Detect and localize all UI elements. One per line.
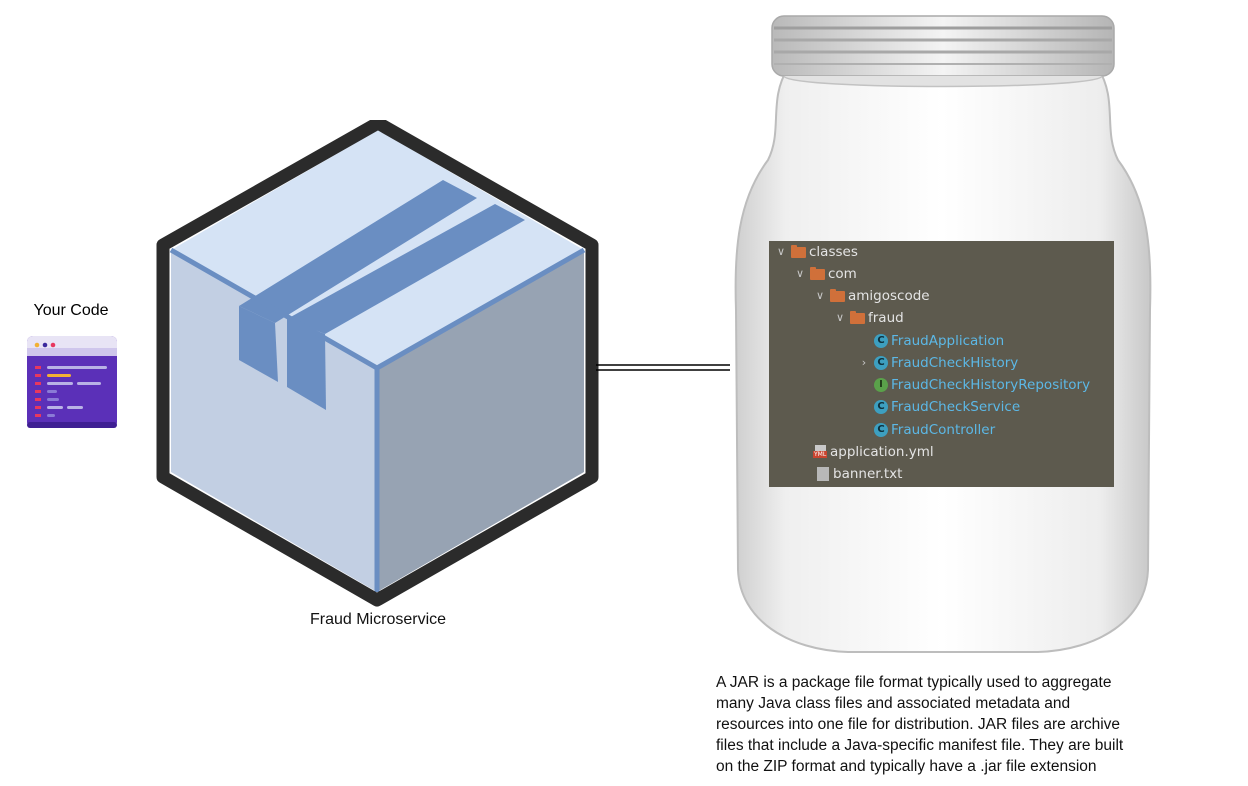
chevron-down-icon[interactable]: ∨ (795, 267, 805, 280)
box-caption: Fraud Microservice (309, 611, 447, 628)
class-icon: C (874, 334, 888, 348)
chevron-right-icon[interactable]: › (861, 356, 867, 369)
tree-row-com[interactable]: ∨ com (794, 263, 857, 285)
chevron-down-icon[interactable]: ∨ (815, 289, 825, 302)
tree-label: application.yml (830, 444, 934, 460)
code-editor-icon (27, 336, 117, 433)
package-box-icon (155, 116, 605, 615)
class-icon: C (874, 400, 888, 414)
tree-label: FraudApplication (891, 333, 1005, 349)
connector-line (596, 360, 730, 378)
yml-file-icon: YML (813, 445, 828, 459)
tree-label: FraudCheckService (891, 399, 1021, 415)
description-line: A JAR is a package file format typically… (716, 674, 1112, 691)
tree-row-fraud[interactable]: ∨ fraud (834, 307, 904, 329)
interface-icon: I (874, 378, 888, 392)
tree-label: banner.txt (833, 466, 903, 482)
tree-label: amigoscode (848, 288, 930, 304)
your-code-label: Your Code (33, 302, 109, 319)
tree-row-fraud-controller[interactable]: C FraudController (874, 419, 995, 441)
description-line: on the ZIP format and typically have a .… (716, 758, 1097, 775)
description-line: many Java class files and associated met… (716, 695, 1071, 712)
tree-row-fraud-check-history[interactable]: › C FraudCheckHistory (854, 352, 1019, 374)
tree-row-banner-txt[interactable]: banner.txt (817, 463, 902, 485)
tree-row-application-yml[interactable]: YML application.yml (813, 441, 934, 463)
text-file-icon (817, 467, 829, 481)
folder-icon (791, 244, 806, 258)
tree-row-fraud-check-service[interactable]: C FraudCheckService (874, 396, 1020, 418)
tree-label: fraud (868, 310, 904, 326)
tree-label: FraudCheckHistoryRepository (891, 377, 1091, 393)
description-line: files that include a Java-specific manif… (716, 737, 1124, 754)
file-tree-panel: ∨ classes ∨ com ∨ amigoscode ∨ fraud C F… (769, 241, 1114, 487)
folder-icon (830, 288, 845, 302)
tree-row-classes[interactable]: ∨ classes (775, 241, 858, 263)
chevron-down-icon[interactable]: ∨ (835, 311, 845, 324)
folder-icon (810, 266, 825, 280)
tree-row-fraud-application[interactable]: C FraudApplication (874, 330, 1004, 352)
class-icon: C (874, 423, 888, 437)
jar-description: A JAR is a package file format typically… (716, 672, 1186, 777)
tree-row-fraud-check-history-repository[interactable]: I FraudCheckHistoryRepository (874, 374, 1090, 396)
folder-icon (850, 310, 865, 324)
chevron-down-icon[interactable]: ∨ (776, 245, 786, 258)
description-line: resources into one file for distribution… (716, 716, 1121, 733)
tree-label: FraudController (891, 422, 996, 438)
tree-label: FraudCheckHistory (891, 355, 1019, 371)
tree-label: com (828, 266, 857, 282)
class-icon: C (874, 356, 888, 370)
tree-label: classes (809, 244, 858, 260)
tree-row-amigoscode[interactable]: ∨ amigoscode (814, 285, 930, 307)
